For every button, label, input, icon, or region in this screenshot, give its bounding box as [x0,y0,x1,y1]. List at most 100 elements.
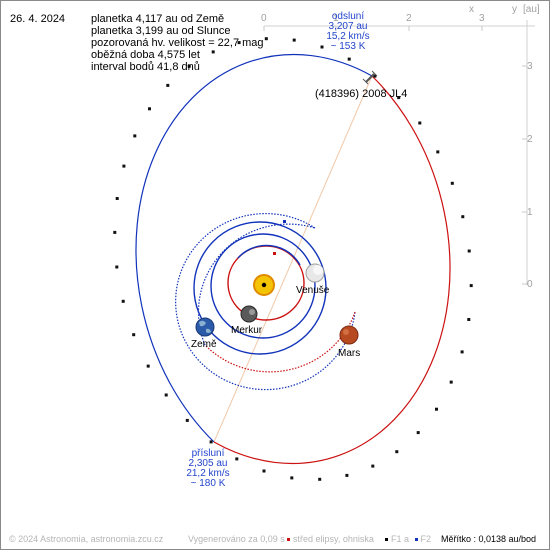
legend-center: střed elipsy, ohniska [287,534,374,544]
orbit-point [133,134,137,138]
aphelion-label: odsluní 3,207 au 15,2 km/s ~ 153 K [320,12,376,52]
y-tick-3: 3 [527,61,533,72]
earth-land [199,320,211,333]
orbit-point [461,215,465,219]
orbit-point [146,364,150,368]
x-tick-3: 3 [479,13,485,24]
mars-orbit-blue-2 [197,223,316,346]
aphelion-title: odsluní [331,11,365,22]
info-panel: planetka 4,117 au od Země planetka 3,199… [91,13,264,73]
orbit-point [292,38,296,42]
orbit-point [467,249,471,253]
orbit-point [418,121,422,125]
venus-orbit [210,233,316,339]
mars [339,325,359,345]
orbit-point [347,57,351,61]
legend-f1-text: F1 a [391,534,410,544]
orbit-point [449,380,453,384]
orbit-point [187,64,191,68]
orbit-point [115,197,119,200]
orbit-point [113,230,117,234]
earth-orbit [193,221,327,355]
orbital-period: oběžná doba 4,575 let [91,49,200,61]
legend-f1-marker [385,538,388,542]
y-tick-1: 1 [527,207,533,218]
orbit-point [164,393,168,397]
legend-center-marker [287,538,290,542]
asteroid-name: (418396) 2008 JL4 [315,88,408,100]
sun-center [261,282,267,288]
copyright: © 2024 Astronomia, astronomia.zcu.cz [9,534,164,544]
y-tick-0: 0 [527,279,533,290]
y-axis-label: y [512,4,517,15]
legend-foci: F1 a F2 [385,534,431,544]
aphelion-speed: 15,2 km/s [326,31,370,42]
orbit-point [166,83,170,87]
aphelion-temp: ~ 153 K [330,41,366,52]
orbit-point [121,299,125,303]
x-tick-0: 0 [261,13,267,24]
y-tick-2: 2 [527,134,533,145]
focus-f2-marker [283,220,286,223]
orbit-point [115,265,119,269]
apsides-line [213,75,373,443]
orbit-point [345,473,349,477]
venus-label: Venuše [296,285,330,296]
mars-orbit-blue [175,213,356,391]
perihelion-label: přísluní 2,305 au 21,2 km/s ~ 180 K [180,449,236,489]
earth-label: Země [191,339,217,350]
x-axis-label: x [469,4,474,15]
scale-label: Měřítko : 0,0138 au/bod [441,534,537,544]
y-axis-ticks [522,65,527,285]
orbit-point [235,457,239,461]
orbit-point [185,418,189,422]
orbit-point [469,284,473,288]
x-tick-1: 1 [333,13,339,24]
ellipse-center-marker [273,252,276,255]
x-axis-ticks [263,26,483,31]
earth-distance: planetka 4,117 au od Země [91,13,225,25]
venus-highlight [313,265,323,275]
orbit-point [467,318,471,321]
asteroid-marker [362,70,378,85]
orbit-point [436,150,440,154]
mars-orbit-red [204,311,356,373]
orbit-point [373,74,377,78]
orbit-point [450,181,454,185]
perihelion-temp: ~ 180 K [190,478,226,489]
date-label: 26. 4. 2024 [10,13,66,25]
orbit-point [132,333,136,337]
orbit-point [435,407,438,411]
asteroid-orbit-red-arc [213,75,451,465]
mars-highlight [343,329,349,335]
legend-center-text: střed elipsy, ohniska [293,534,374,544]
mars-label: Mars [338,348,361,359]
orbit-point [211,50,215,54]
orbit-point [262,469,266,473]
generation-time: Vygenerováno za 0,09 s [188,534,285,544]
asteroid-orbit-points [113,37,473,481]
mercury-orbit-blue [237,244,301,266]
mercury-label: Merkur [231,325,263,336]
sun-distance: planetka 3,199 au od Slunce [91,25,231,37]
perihelion-title: přísluní [191,448,225,459]
magnitude: pozorovaná hv. velikost = 22,7 mag [91,37,264,49]
aphelion-distance: 3,207 au [328,21,368,32]
asteroid-orbit-blue-arc [135,53,373,443]
orbit-point [237,41,241,45]
orbit-point [371,464,375,468]
orbit-point [122,164,126,168]
perihelion-distance: 2,305 au [188,458,228,469]
orbit-point [460,350,464,354]
orbit-point [395,450,399,454]
orbit-point [264,37,268,41]
orbit-point [209,440,213,444]
earth [195,317,215,337]
mercury [240,305,258,323]
orbit-point [290,476,294,480]
legend-f2-marker [414,538,418,542]
legend-f2-text: F2 [420,534,432,544]
orbit-point [318,477,322,481]
orbit-point [320,45,324,49]
